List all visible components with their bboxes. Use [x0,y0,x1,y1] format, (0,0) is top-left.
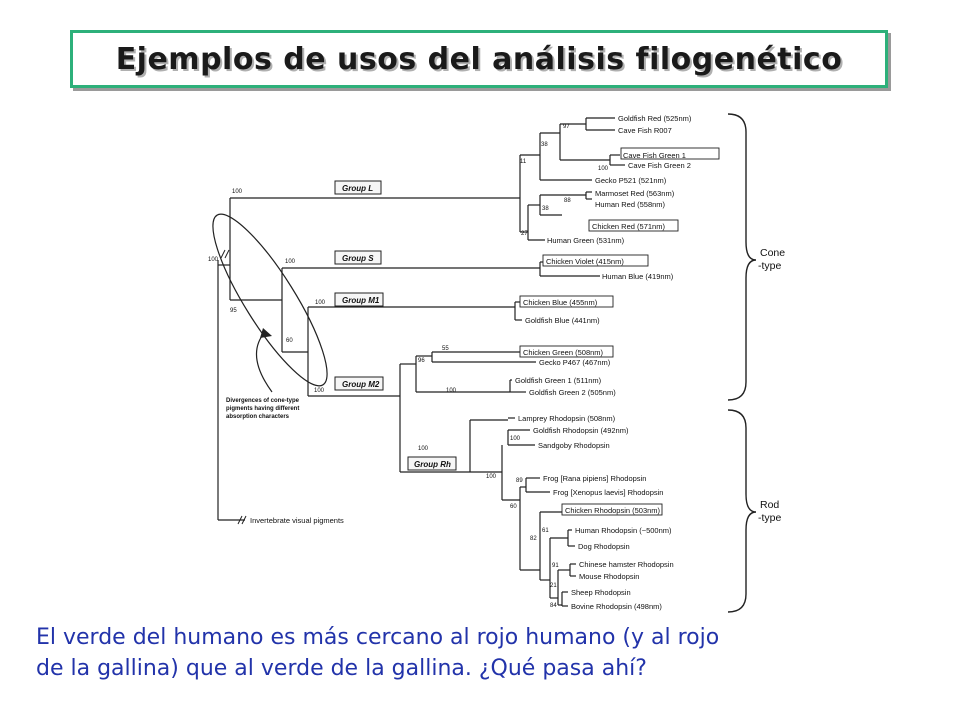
annotation-line: absorption characters [226,414,290,420]
leaf-label: Human Red (558nm) [595,200,666,209]
cone-type-label: Cone [760,247,785,259]
annotation-line: pigments having different [226,406,299,412]
leaf-label: Goldfish Blue (441nm) [525,316,600,325]
bootstrap-value: 95 [230,308,237,314]
rod-type-label: -type [758,512,782,524]
leaf-labels: Goldfish Red (525nm) Cave Fish R007 Cave… [515,114,692,611]
leaf-label: Chinese hamster Rhodopsin [579,560,674,569]
phylogenetic-tree: Group L Group S Group M1 Group M2 Group … [208,113,785,613]
leaf-label: Chicken Red (571nm) [592,222,665,231]
leaf-label: Gecko P467 (467nm) [539,358,611,367]
divergence-highlight [212,213,328,393]
bootstrap-value: 60 [286,338,293,344]
leaf-label: Frog [Xenopus laevis] Rhodopsin [553,488,663,497]
bootstrap-value: 82 [530,536,537,542]
leaf-label: Human Green (531nm) [547,236,625,245]
leaf-label: Sandgoby Rhodopsin [538,441,610,450]
bootstrap-value: 100 [208,257,219,263]
caption-line: El verde del humano es más cercano al ro… [36,625,720,650]
group-label-l: Group L [342,184,373,193]
bootstrap-value: 91 [552,563,559,569]
bootstrap-value: 97 [563,124,570,130]
leaf-label: Chicken Violet (415nm) [546,257,624,266]
bootstrap-value: 100 [486,474,497,480]
leaf-label: Chicken Rhodopsin (503nm) [565,506,661,515]
leaf-label: Dog Rhodopsin [578,542,630,551]
rod-type-label: Rod [760,499,779,511]
caption-line: de la gallina) que al verde de la gallin… [36,656,647,681]
leaf-label: Marmoset Red (563nm) [595,189,675,198]
bootstrap-value: 100 [285,259,296,265]
bootstrap-value: 84 [550,603,557,609]
group-label-rh: Group Rh [414,460,451,469]
leaf-boxes [519,147,720,516]
tree-branches [217,117,625,607]
break-marks [220,249,247,525]
leaf-label: Chicken Green (508nm) [523,348,604,357]
leaf-label: Lamprey Rhodopsin (508nm) [518,414,616,423]
leaf-label: Goldfish Green 2 (505nm) [529,388,616,397]
leaf-label: Cave Fish Green 2 [628,161,691,170]
group-label-m2: Group M2 [342,380,380,389]
bootstrap-value: 21 [550,583,557,589]
bootstrap-value: 100 [598,166,609,172]
bootstrap-value: 61 [542,528,549,534]
bootstrap-value: 89 [516,478,523,484]
page-title: Ejemplos de usos del análisis filogenéti… [115,41,843,77]
bootstrap-value: 88 [564,198,571,204]
leaf-label: Goldfish Red (525nm) [618,114,692,123]
annotation-line: Divergences of cone-type [226,398,300,404]
invertebrate-label: Invertebrate visual pigments [250,516,344,525]
title-box: Ejemplos de usos del análisis filogenéti… [70,30,888,88]
leaf-label: Goldfish Green 1 (511nm) [515,376,602,385]
bootstrap-value: 100 [315,300,326,306]
bootstrap-value: 100 [446,388,457,394]
braces [727,113,757,613]
leaf-label: Cave Fish Green 1 [623,151,686,160]
leaf-label: Frog [Rana pipiens] Rhodopsin [543,474,646,483]
leaf-label: Bovine Rhodopsin (498nm) [571,602,662,611]
bootstrap-value: 100 [232,189,243,195]
bootstrap-value: 100 [510,436,521,442]
leaf-label: Human Blue (419nm) [602,272,674,281]
phylogenetic-tree-figure: Group L Group S Group M1 Group M2 Group … [190,100,800,620]
cone-type-label: -type [758,260,782,272]
group-label-m1: Group M1 [342,296,380,305]
bootstrap-value: 27 [521,231,528,237]
bootstrap-value: 60 [510,504,517,510]
leaf-label: Goldfish Rhodopsin (492nm) [533,426,629,435]
leaf-label: Mouse Rhodopsin [579,572,639,581]
divergence-annotation: Divergences of cone-type pigments having… [226,398,300,420]
leaf-label: Cave Fish R007 [618,126,672,135]
bootstrap-value: 55 [442,346,449,352]
bootstrap-values: 100 95 100 100 100 60 100 100 11 38 97 1… [208,124,609,609]
bootstrap-value: 11 [520,159,527,165]
leaf-label: Sheep Rhodopsin [571,588,631,597]
bootstrap-value: 38 [542,206,549,212]
bootstrap-value: 38 [541,142,548,148]
group-boxes [334,180,457,471]
leaf-label: Chicken Blue (455nm) [523,298,598,307]
leaf-label: Gecko P521 (521nm) [595,176,667,185]
bootstrap-value: 100 [314,388,325,394]
caption: El verde del humano es más cercano al ro… [36,622,936,684]
group-label-s: Group S [342,254,374,263]
bootstrap-value: 100 [418,446,429,452]
bootstrap-value: 96 [418,358,425,364]
leaf-label: Human Rhodopsin (~500nm) [575,526,672,535]
